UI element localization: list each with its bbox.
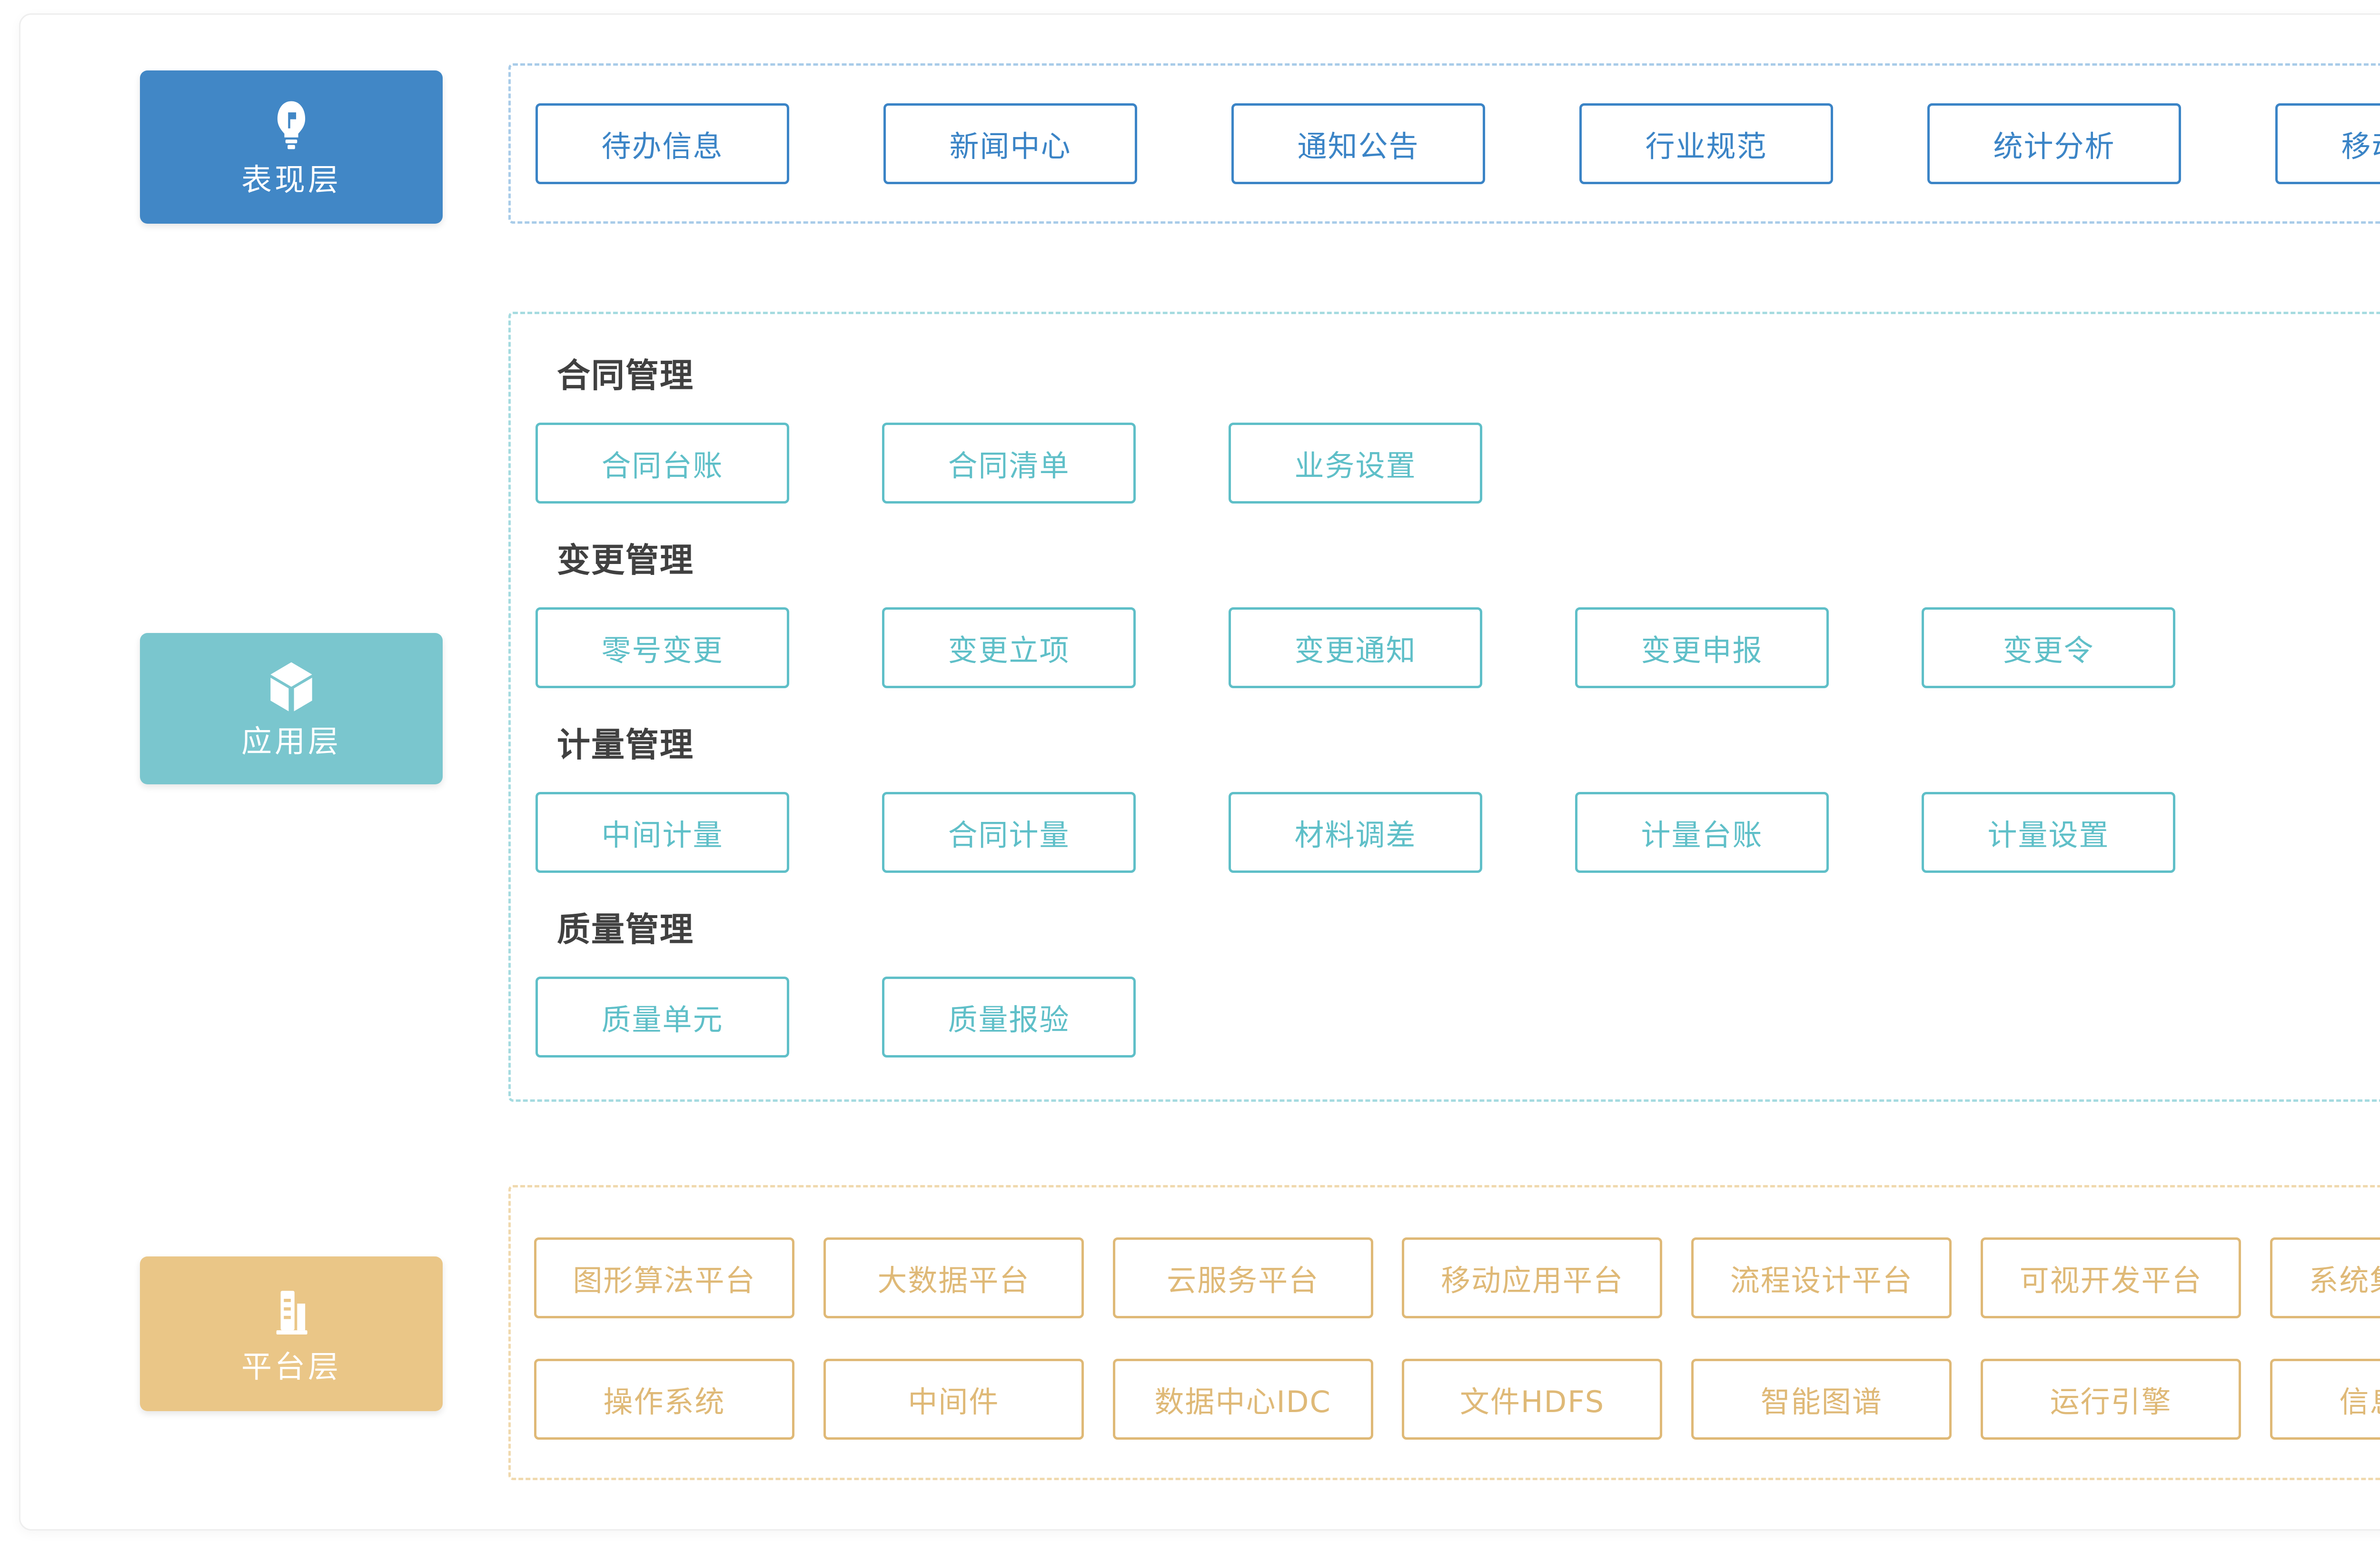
group-row-contract: 合同台账 合同清单 业务设置 [511, 423, 2380, 504]
cube-icon [265, 660, 318, 713]
platform-module-button[interactable]: 可视开发平台 [1981, 1237, 2241, 1318]
application-module-button[interactable]: 计量台账 [1575, 792, 1829, 873]
application-module-button[interactable]: 质量单元 [536, 977, 789, 1058]
platform-module-button[interactable]: 大数据平台 [823, 1237, 1084, 1318]
presentation-module-button[interactable]: 行业规范 [1579, 103, 1833, 184]
presentation-module-button[interactable]: 移动应用 [2275, 103, 2380, 184]
platform-module-button[interactable]: 图形算法平台 [534, 1237, 794, 1318]
presentation-module-button[interactable]: 新闻中心 [883, 103, 1137, 184]
application-module-button[interactable]: 合同计量 [882, 792, 1136, 873]
layer-application-label: 应用层 [241, 724, 341, 760]
platform-module-button[interactable]: 信息安全 [2270, 1359, 2380, 1440]
platform-module-button[interactable]: 移动应用平台 [1402, 1237, 1663, 1318]
presentation-module-button[interactable]: 待办信息 [536, 103, 789, 184]
group-title-change: 变更管理 [557, 541, 694, 580]
platform-panel: 图形算法平台 大数据平台 云服务平台 移动应用平台 流程设计平台 可视开发平台 … [508, 1185, 2380, 1480]
application-module-button[interactable]: 合同台账 [536, 423, 789, 504]
group-title-contract: 合同管理 [557, 356, 694, 395]
group-row-quality: 质量单元 质量报验 [511, 977, 2380, 1058]
platform-module-button[interactable]: 文件HDFS [1402, 1359, 1663, 1440]
group-row-measurement: 中间计量 合同计量 材料调差 计量台账 计量设置 [511, 792, 2380, 873]
platform-module-button[interactable]: 智能图谱 [1691, 1359, 1952, 1440]
platform-module-button[interactable]: 运行引擎 [1981, 1359, 2241, 1440]
platform-module-button[interactable]: 中间件 [823, 1359, 1084, 1440]
platform-module-button[interactable]: 流程设计平台 [1691, 1237, 1952, 1318]
layer-application: 应用层 [140, 633, 443, 784]
presentation-panel: 待办信息 新闻中心 通知公告 行业规范 统计分析 移动应用 [508, 63, 2380, 224]
layer-platform: 平台层 [140, 1256, 443, 1411]
platform-module-button[interactable]: 系统集成平台 [2270, 1237, 2380, 1318]
platform-module-button[interactable]: 数据中心IDC [1112, 1359, 1373, 1440]
buildings-icon [265, 1285, 318, 1339]
layer-presentation: 表现层 [140, 70, 443, 224]
application-module-button[interactable]: 合同清单 [882, 423, 1136, 504]
group-title-measurement: 计量管理 [557, 725, 694, 764]
application-panel: 合同管理 合同台账 合同清单 业务设置 变更管理 零号变更 变更立项 变更通知 … [508, 312, 2380, 1102]
application-module-button[interactable]: 计量设置 [1922, 792, 2175, 873]
application-module-button[interactable]: 变更令 [1922, 607, 2175, 688]
application-module-button[interactable]: 变更通知 [1229, 607, 1482, 688]
application-module-button[interactable]: 材料调差 [1229, 792, 1482, 873]
group-title-quality: 质量管理 [557, 910, 694, 949]
presentation-module-button[interactable]: 通知公告 [1231, 103, 1485, 184]
platform-row-2: 操作系统 中间件 数据中心IDC 文件HDFS 智能图谱 运行引擎 信息安全 [534, 1359, 2380, 1440]
application-module-button[interactable]: 变更申报 [1575, 607, 1829, 688]
layer-platform-label: 平台层 [241, 1349, 341, 1385]
platform-module-button[interactable]: 操作系统 [534, 1359, 794, 1440]
lightbulb-icon [265, 99, 318, 152]
application-module-button[interactable]: 业务设置 [1229, 423, 1482, 504]
application-module-button[interactable]: 变更立项 [882, 607, 1136, 688]
layer-presentation-label: 表现层 [241, 163, 341, 198]
application-module-button[interactable]: 中间计量 [536, 792, 789, 873]
presentation-module-button[interactable]: 统计分析 [1927, 103, 2181, 184]
application-module-button[interactable]: 零号变更 [536, 607, 789, 688]
group-row-change: 零号变更 变更立项 变更通知 变更申报 变更令 [511, 607, 2380, 688]
platform-row-1: 图形算法平台 大数据平台 云服务平台 移动应用平台 流程设计平台 可视开发平台 … [534, 1237, 2380, 1318]
application-module-button[interactable]: 质量报验 [882, 977, 1136, 1058]
platform-module-button[interactable]: 云服务平台 [1112, 1237, 1373, 1318]
